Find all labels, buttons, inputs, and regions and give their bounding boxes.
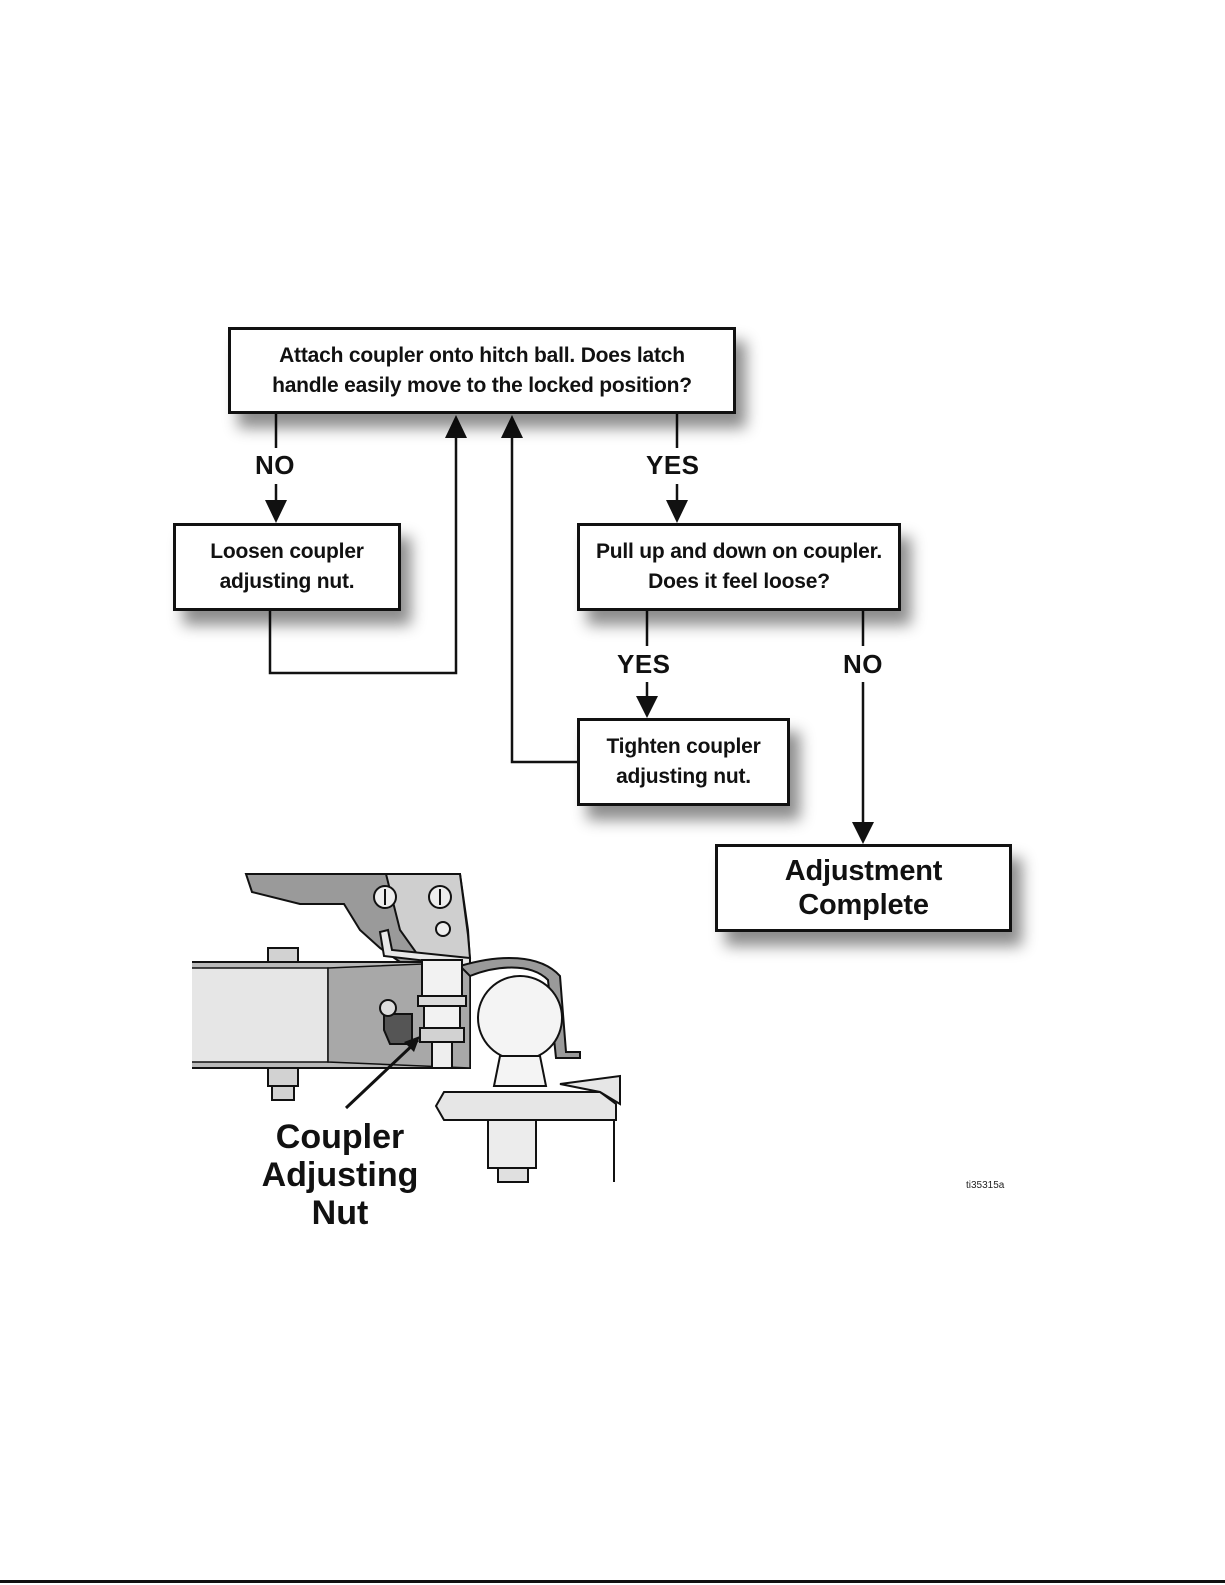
edge-label-start-no: NO (255, 450, 295, 481)
callout-line-1: Coupler (230, 1118, 450, 1156)
step-tighten-line-2: adjusting nut. (616, 762, 751, 792)
arrowhead-loop-right (501, 415, 523, 438)
step-loosen-line-2: adjusting nut. (220, 567, 355, 597)
edge-label-pull-no: NO (843, 649, 883, 680)
step-attach-coupler: Attach coupler onto hitch ball. Does lat… (228, 327, 736, 414)
step-pull-line-2: Does it feel loose? (648, 567, 830, 597)
step-pull-test: Pull up and down on coupler. Does it fee… (577, 523, 901, 611)
step-loosen-nut: Loosen coupler adjusting nut. (173, 523, 401, 611)
arrowhead-pull (666, 500, 688, 523)
arrowhead-complete (852, 822, 874, 844)
step-tighten-line-1: Tighten coupler (606, 732, 760, 762)
step-tighten-nut: Tighten coupler adjusting nut. (577, 718, 790, 806)
edge-label-pull-yes: YES (617, 649, 671, 680)
arrowhead-loop-left (445, 415, 467, 438)
connector-tighten-return (512, 438, 577, 762)
step-adjustment-complete: Adjustment Complete (715, 844, 1012, 932)
step-attach-line-1: Attach coupler onto hitch ball. Does lat… (279, 341, 685, 371)
edge-label-start-yes: YES (646, 450, 700, 481)
arrowhead-loosen (265, 500, 287, 523)
page-bottom-rule (0, 1580, 1225, 1583)
step-loosen-line-1: Loosen coupler (210, 537, 364, 567)
step-attach-line-2: handle easily move to the locked positio… (272, 371, 692, 401)
coupler-nut-callout: Coupler Adjusting Nut (230, 1118, 450, 1232)
step-complete-label: Adjustment Complete (718, 854, 1009, 922)
step-pull-line-1: Pull up and down on coupler. (596, 537, 882, 567)
arrowhead-tighten (636, 696, 658, 718)
figure-id: ti35315a (966, 1180, 1004, 1191)
callout-line-2: Adjusting Nut (230, 1156, 450, 1232)
